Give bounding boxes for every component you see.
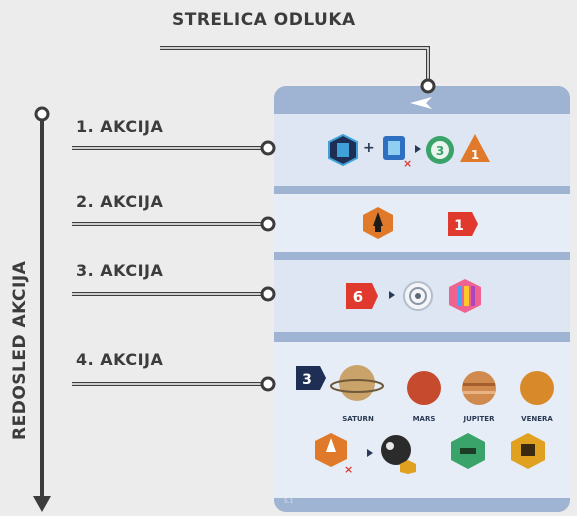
gear-badge-icon: 3 [426,136,454,164]
action-1-label: 1. AKCIJA [76,117,164,136]
card-hex-icon [449,279,481,313]
rocket-discard-icon: × [315,433,353,474]
planet-venera-label: VENERA [521,415,553,423]
planet-mars-icon [407,371,441,405]
title-label: STRELICA ODLUKA [172,10,356,30]
planet-saturn-label: SATURN [342,415,374,423]
svg-text:×: × [344,463,353,474]
action-card: + × 3 1 1 6 [274,86,570,512]
title-leader-dot [420,78,436,94]
title-leader-line [160,46,430,80]
rocket-launch-icon [363,207,393,239]
action-3-leader-dot [260,286,276,302]
orbiter-icon [451,433,485,469]
signal-badge-icon: 1 [448,212,478,236]
decision-arrow-icon [410,97,432,109]
action-1-leader-dot [260,140,276,156]
action-2-label: 2. AKCIJA [76,192,164,211]
chevron-right-icon [389,291,395,299]
planet-venera-icon [520,371,554,405]
action-2-leader-dot [260,216,276,232]
svg-text:×: × [403,157,411,168]
tech-hex-icon [328,134,358,166]
credits-badge-value: 6 [353,288,363,306]
scan-wave-icon [403,281,433,311]
action-4-leader-dot [260,376,276,392]
signal-badge-value: 1 [454,218,464,234]
tech-chip-icon: × [383,136,411,168]
planet-jupiter-label: JUPITER [463,415,495,423]
credits-badge-icon: 6 [346,283,378,309]
probe-icon [511,433,545,469]
planet-saturn-icon [330,365,384,401]
order-arrow-head-icon [33,496,51,512]
lander-icon [381,435,416,474]
action-4-row [274,342,570,498]
action-1-row [274,114,570,186]
action-2-row [274,194,570,252]
gear-badge-value: 3 [436,144,444,158]
planet-jupiter-icon [462,371,496,405]
chevron-right-icon [415,145,421,153]
action-4-label: 4. AKCIJA [76,350,164,369]
rank-badge-value: 1 [471,148,479,162]
order-arrow-start-dot [34,106,50,122]
move-badge-icon: 3 [296,366,326,390]
planet-mars-label: MARS [412,415,436,423]
chevron-right-icon [367,449,373,457]
action-3-label: 3. AKCIJA [76,261,164,280]
card-footer-code: 5.1 [284,498,294,505]
move-badge-value: 3 [302,372,312,388]
plus-sign: + [363,140,376,156]
rank-badge-icon: 1 [460,134,490,162]
